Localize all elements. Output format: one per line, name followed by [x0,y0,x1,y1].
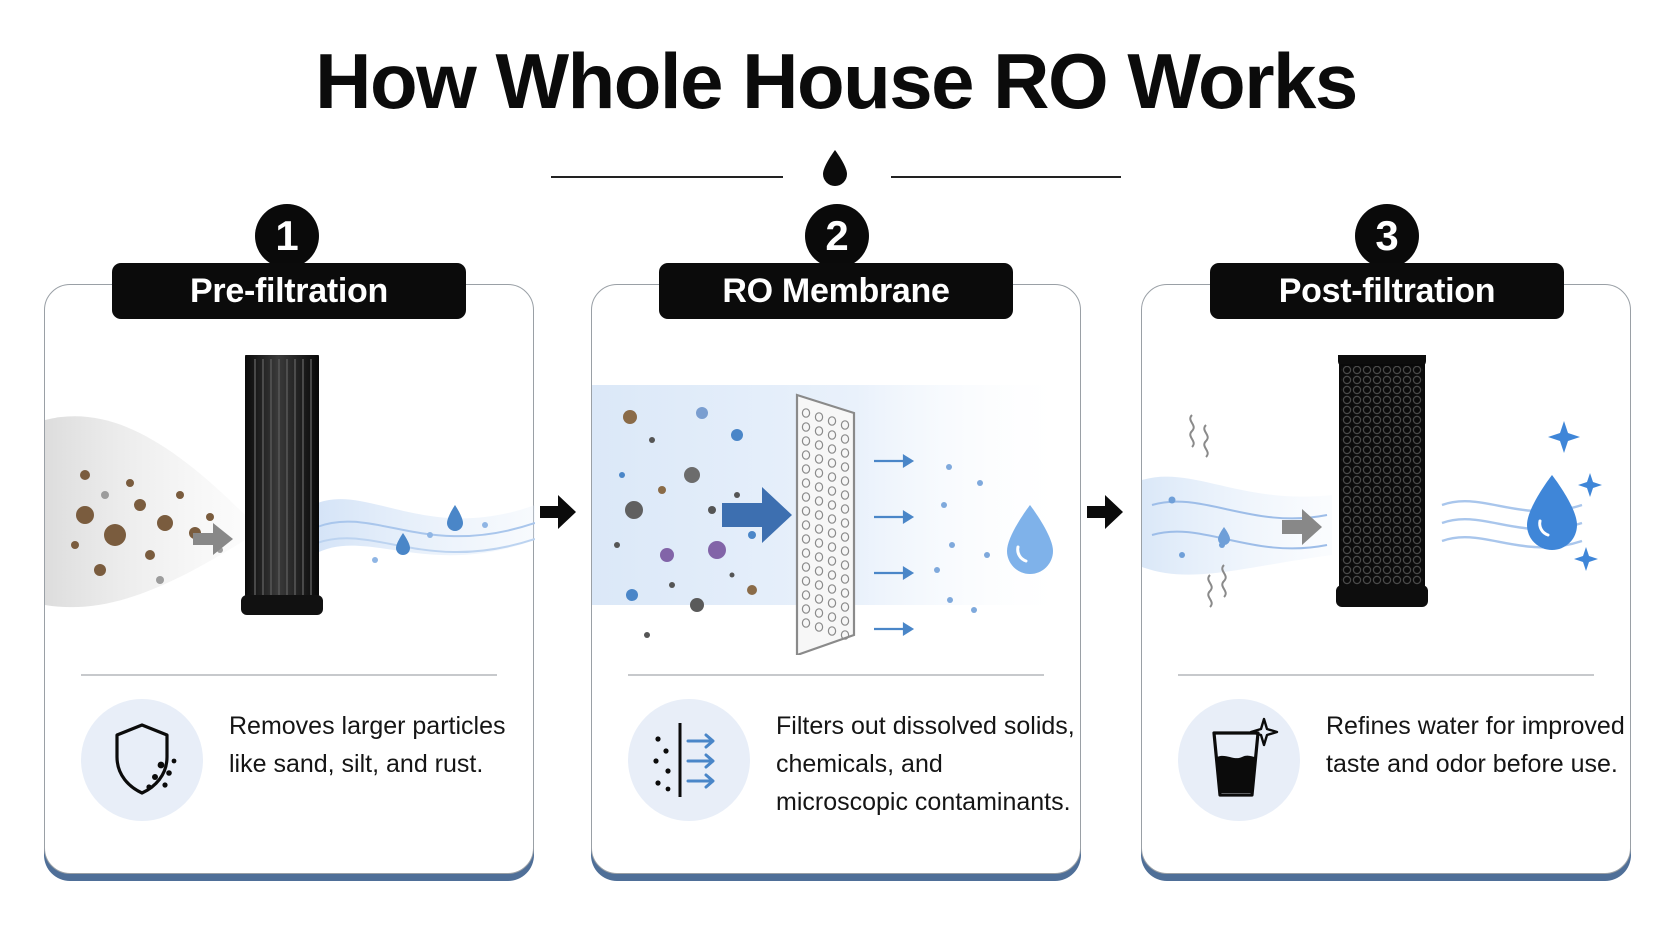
step-number-badge: 3 [1355,204,1419,268]
step-icon-badge [1178,699,1300,821]
step-icon-badge [81,699,203,821]
card-separator [81,674,497,676]
step-label: Post-filtration [1210,263,1564,319]
water-drop-icon [823,150,847,186]
step-card-pre-filtration: Removes larger particles like sand, silt… [44,284,535,874]
sediment-filter-illustration [45,355,535,615]
carbon-filter-illustration [1142,355,1602,608]
shield-particles-icon [115,723,177,795]
step-card-ro-membrane: Filters out dissolved solids, chemicals,… [591,284,1081,874]
step-description: Removes larger particles like sand, silt… [229,712,506,778]
card-separator [628,674,1044,676]
step-card-post-filtration: Refines water for improved taste and odo… [1141,284,1631,874]
title-divider-right [891,176,1121,178]
step-description: Filters out dissolved solids, chemicals,… [776,712,1075,816]
membrane-illustration [592,385,1072,655]
step-label: RO Membrane [659,263,1013,319]
flow-arrow-icon [1087,495,1123,529]
sparkling-glass-icon [1212,717,1279,797]
step-label: Pre-filtration [112,263,466,319]
step-number-badge: 1 [255,204,319,268]
step-description: Refines water for improved taste and odo… [1326,712,1625,778]
card-separator [1178,674,1594,676]
step-number-badge: 2 [805,204,869,268]
title-divider-left [551,176,783,178]
step-icon-badge [628,699,750,821]
flow-arrow-icon [540,495,576,529]
membrane-flow-icon [653,723,715,797]
page-title: How Whole House RO Works [315,37,1358,125]
